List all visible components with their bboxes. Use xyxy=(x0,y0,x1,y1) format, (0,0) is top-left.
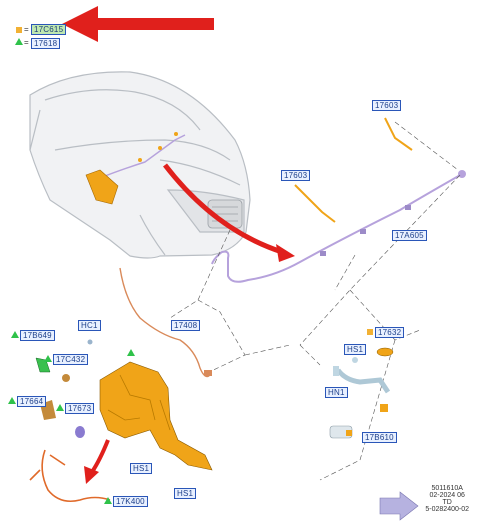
clip-HC1 xyxy=(87,339,93,345)
rear-fitting-17632 xyxy=(376,347,394,357)
washer-reservoir xyxy=(99,361,213,471)
part-17C432 xyxy=(62,374,70,382)
car-reservoir xyxy=(85,169,119,205)
car-outline xyxy=(29,71,251,259)
marker-17C432 xyxy=(44,355,52,362)
marker-17K400 xyxy=(104,497,112,504)
leader-lines xyxy=(169,121,461,481)
nozzle-tube-right xyxy=(384,117,413,151)
ref-line-2: 02-2024 06 xyxy=(429,492,465,499)
harness-17K400 xyxy=(29,449,111,503)
label-17K400: 17K400 xyxy=(113,496,148,507)
label-17603-mid: 17603 xyxy=(281,170,311,181)
marker-reservoir xyxy=(127,349,135,356)
hose-end-fitting xyxy=(458,170,466,178)
label-17B649: 17B649 xyxy=(20,330,55,341)
label-HS1-bottom: HS1 xyxy=(174,488,197,499)
label-HC1: HC1 xyxy=(78,320,101,331)
marker-17B649 xyxy=(11,331,19,338)
part-17673 xyxy=(75,426,85,438)
legend-code-17C615: 17C615 xyxy=(31,24,67,35)
main-washer-hose xyxy=(211,173,463,283)
diagram-reference-code: 5011610A 02-2024 06 TD 5-0282400-02 xyxy=(425,485,469,513)
legend-eq-2: = xyxy=(24,38,29,47)
curved-pointer-arrow xyxy=(163,163,295,262)
label-17B610: 17B610 xyxy=(362,432,397,443)
harness-connector xyxy=(204,370,212,376)
navigation-arrow-icon xyxy=(379,491,419,521)
rear-fitting-HN1 xyxy=(333,366,391,412)
label-17C432: 17C432 xyxy=(53,354,89,365)
harness-17408 xyxy=(119,267,211,378)
legend-code-17618: 17618 xyxy=(31,38,61,49)
ref-line-4: 5-0282400-02 xyxy=(425,506,469,513)
top-pointer-arrow xyxy=(62,6,214,42)
legend-triangle-marker xyxy=(15,38,23,45)
legend-eq-1: = xyxy=(24,25,29,34)
label-17632: 17632 xyxy=(375,327,405,338)
label-HN1: HN1 xyxy=(325,387,348,398)
marker-17673 xyxy=(56,404,64,411)
label-17664: 17664 xyxy=(17,396,47,407)
car-nozzles xyxy=(138,132,178,162)
hose-clips xyxy=(320,205,411,256)
marker-17632 xyxy=(367,329,373,335)
nozzle-tube-mid xyxy=(294,184,336,223)
legend-square-marker xyxy=(16,27,22,33)
rear-nozzle-17B610 xyxy=(329,425,353,439)
label-HS1-reservoir: HS1 xyxy=(130,463,153,474)
ref-line-1: 5011610A xyxy=(431,485,463,492)
down-pointer-arrow xyxy=(84,439,110,484)
marker-17664 xyxy=(8,397,16,404)
rear-clip-HS1 xyxy=(352,357,358,363)
ref-line-3: TD xyxy=(442,499,452,506)
label-17408: 17408 xyxy=(171,320,201,331)
label-17673: 17673 xyxy=(65,403,95,414)
label-17603-top: 17603 xyxy=(372,100,402,111)
label-HS1-rear: HS1 xyxy=(344,344,367,355)
label-17A605: 17A605 xyxy=(392,230,427,241)
